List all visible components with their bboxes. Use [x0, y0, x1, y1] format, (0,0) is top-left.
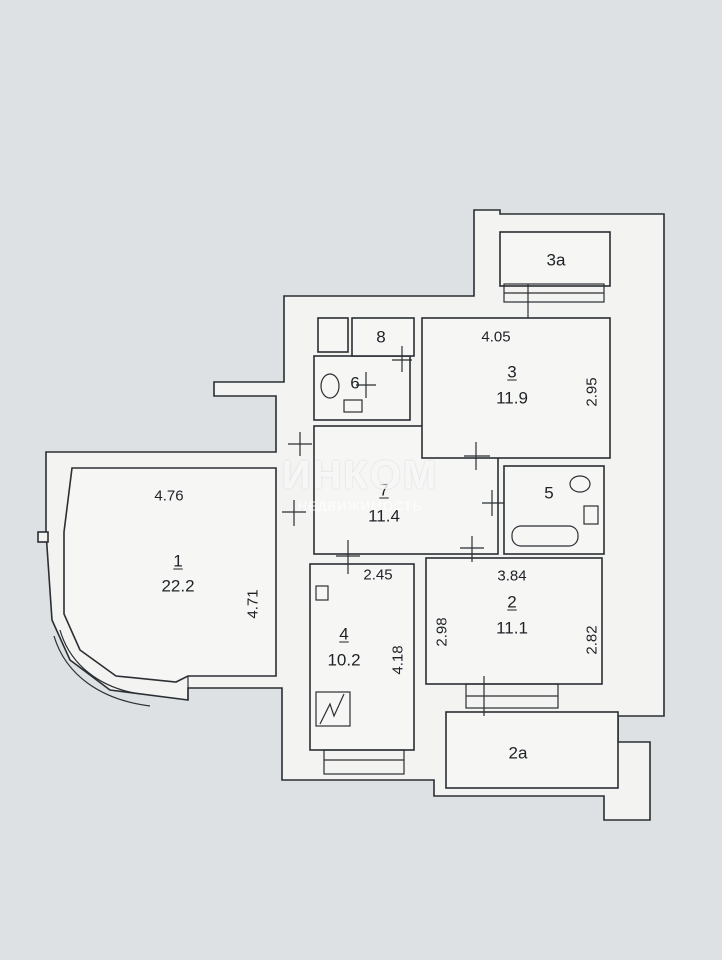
- room-2-number: 2: [507, 592, 517, 612]
- room-5-shape: [503, 465, 605, 555]
- room-2-right-dim: 2.82: [583, 625, 601, 655]
- toilet-icon: [320, 373, 340, 399]
- room-4-height-dim: 4.18: [389, 645, 407, 675]
- bay-window-arc: [59, 629, 141, 695]
- bay-window-arc-outer: [53, 635, 151, 707]
- room-3-width-dim: 4.05: [481, 328, 511, 346]
- room-8-number: 8: [376, 327, 386, 347]
- room-1-number: 1: [173, 551, 183, 571]
- room-8-shape: [351, 317, 415, 357]
- room-7-number: 7: [379, 480, 389, 500]
- room-3-height-dim: 2.95: [583, 377, 601, 407]
- room-1-height-dim: 4.71: [244, 589, 262, 619]
- room-2a-number: 2a: [508, 743, 528, 763]
- room-4-area: 10.2: [327, 650, 361, 670]
- room-2a-shape: [445, 711, 619, 789]
- room-3-number: 3: [507, 362, 517, 382]
- room-5-number: 5: [544, 483, 554, 503]
- room-4-width-dim: 2.45: [363, 566, 393, 584]
- stove-icon: [319, 693, 345, 725]
- room-6-number: 6: [350, 373, 360, 393]
- basin-icon: [569, 475, 591, 493]
- niche-shape: [317, 317, 349, 353]
- room-2-shape: [425, 557, 603, 685]
- watermark-logo: ИНКОМ: [281, 453, 439, 498]
- room-2-left-dim: 2.98: [433, 617, 451, 647]
- room-3a-shape: [499, 231, 611, 287]
- door-marks: [282, 284, 529, 716]
- room-1-width-dim: 4.76: [154, 487, 184, 505]
- column-stub: [37, 531, 49, 543]
- room-4-shape: [309, 563, 415, 751]
- room-1-shape: [63, 467, 277, 683]
- room-4-number: 4: [339, 624, 349, 644]
- watermark-subtitle: НЕДВИЖИМОСТЬ: [297, 498, 423, 514]
- sink-icon: [343, 399, 363, 413]
- room-1-area: 22.2: [161, 576, 195, 596]
- room-7-area: 11.4: [368, 506, 400, 526]
- room-2-width-dim: 3.84: [497, 567, 527, 585]
- room-2-area: 11.1: [496, 618, 528, 638]
- room-3-shape: [421, 317, 611, 459]
- room-3a-number: 3a: [546, 250, 566, 270]
- fixture-icon: [583, 505, 599, 525]
- room-3-area: 11.9: [496, 388, 528, 408]
- window-kitchen: [323, 749, 405, 775]
- sink-kitchen-icon: [315, 585, 329, 601]
- bathtub-icon: [511, 525, 579, 547]
